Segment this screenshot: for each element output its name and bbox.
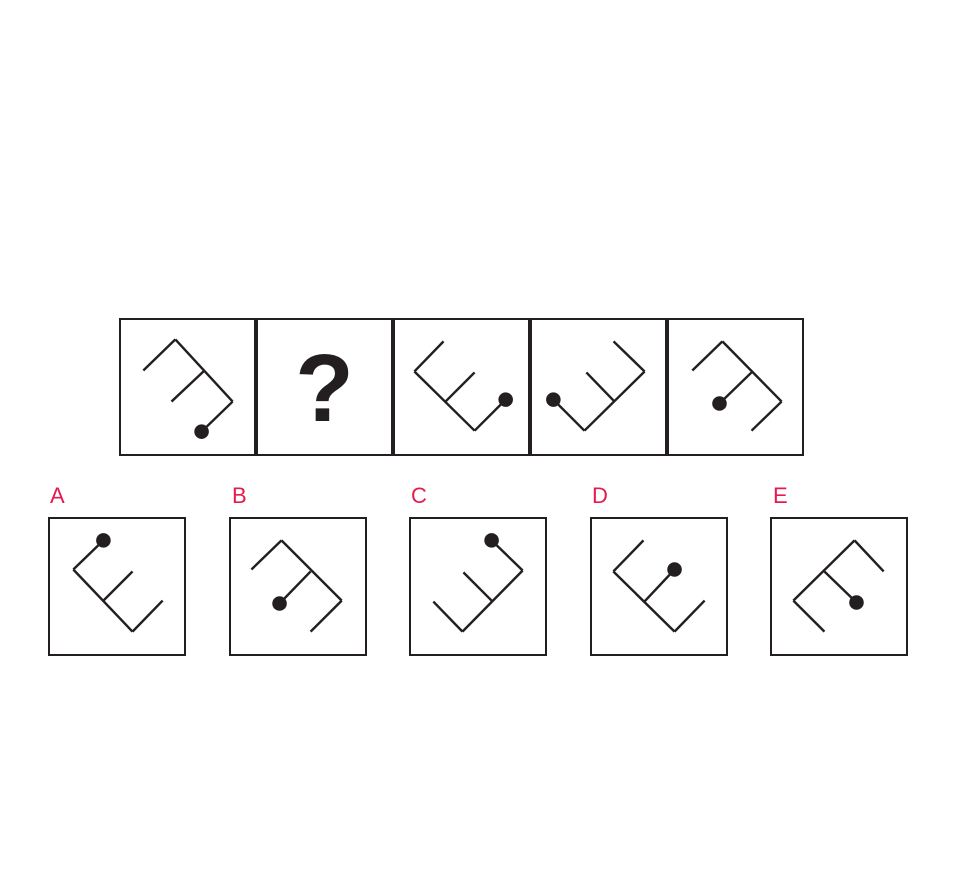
comb-with-dot-3-icon xyxy=(413,340,513,432)
comb-with-dot-4-icon xyxy=(546,340,646,432)
comb-with-dot-c-icon xyxy=(432,533,524,633)
option-c-label: C xyxy=(411,483,427,508)
comb-with-dot-d-icon xyxy=(612,539,706,633)
option-d[interactable] xyxy=(590,517,728,656)
sequence-cell-3 xyxy=(393,318,530,456)
option-a[interactable] xyxy=(48,517,186,656)
comb-with-dot-5-icon xyxy=(691,340,783,432)
question-mark: ? xyxy=(295,335,354,442)
sequence-cell-missing: ? xyxy=(256,318,393,456)
option-c[interactable] xyxy=(409,517,547,656)
sequence-cell-5 xyxy=(667,318,804,456)
option-e-label: E xyxy=(773,483,788,508)
comb-with-dot-e-icon xyxy=(792,539,885,633)
sequence-cell-1 xyxy=(119,318,256,456)
option-a-label: A xyxy=(50,483,65,508)
comb-with-dot-1-icon xyxy=(142,338,234,439)
option-b-label: B xyxy=(232,483,247,508)
option-b[interactable] xyxy=(229,517,367,656)
sequence-cell-4 xyxy=(530,318,667,456)
comb-with-dot-a-icon xyxy=(72,533,164,633)
comb-with-dot-b-icon xyxy=(250,539,343,633)
option-d-label: D xyxy=(592,483,608,508)
option-e[interactable] xyxy=(770,517,908,656)
question-sequence: ? xyxy=(119,318,804,456)
